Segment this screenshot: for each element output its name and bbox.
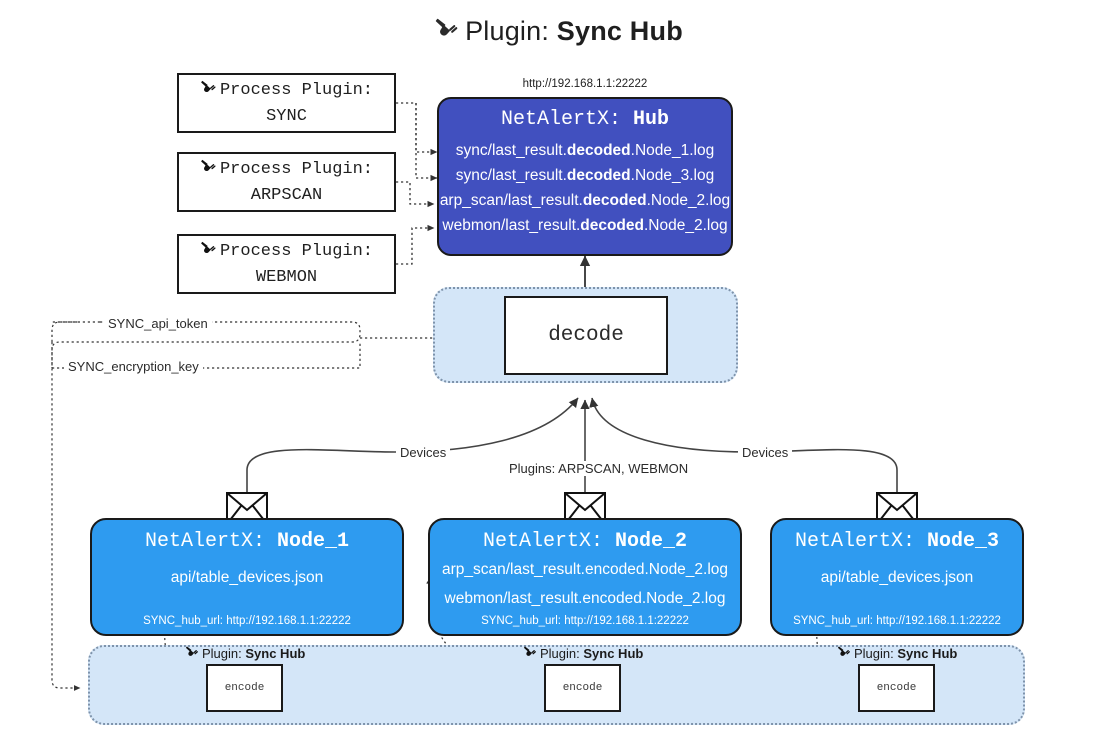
- plugin-label-name: Sync Hub: [897, 646, 958, 661]
- node-title-prefix: NetAlertX:: [482, 530, 603, 553]
- encode-label: encode: [876, 682, 917, 694]
- title-prefix: Plugin:: [465, 16, 550, 46]
- node-title-name: Node_1: [277, 530, 350, 553]
- node-box-node-2[interactable]: NetAlertX: Node_2 arp_scan/last_result.e…: [428, 518, 742, 636]
- plug-icon: [837, 645, 852, 663]
- edge-label-right-devices: Devices: [738, 445, 793, 460]
- file-em: decoded: [582, 192, 647, 209]
- plug-icon: [200, 158, 218, 184]
- process-plugin-line1-row: Process Plugin:: [200, 240, 373, 266]
- node-box-node-1[interactable]: NetAlertX: Node_1 api/table_devices.json…: [90, 518, 404, 636]
- file-post: .Node_3.log: [630, 167, 715, 184]
- node-file-list: api/table_devices.json: [772, 563, 1022, 592]
- hub-file-row: sync/last_result.decoded.Node_3.log: [439, 163, 731, 188]
- hub-title: NetAlertX: Hub: [439, 108, 731, 131]
- encode-box-node-2[interactable]: encode: [544, 664, 621, 712]
- file-pre: webmon/last_result.: [442, 217, 581, 234]
- node-file-row: api/table_devices.json: [170, 569, 324, 586]
- node-title-name: Node_2: [615, 530, 688, 553]
- hub-file-list: sync/last_result.decoded.Node_1.log sync…: [439, 138, 731, 238]
- process-plugin-box-arpscan[interactable]: Process Plugin: ARPSCAN: [177, 152, 396, 212]
- file-post: .Node_1.log: [630, 142, 715, 159]
- setting-label-api-token: SYNC_api_token: [104, 316, 212, 331]
- file-pre: arp_scan/last_result.: [439, 192, 583, 209]
- plugin-label-prefix: Plugin:: [854, 646, 894, 661]
- hub-url-label: http://192.168.1.1:22222: [522, 78, 648, 90]
- process-plugin-line1-row: Process Plugin:: [200, 79, 373, 105]
- title-name: Sync Hub: [556, 16, 683, 46]
- process-plugin-label: Process Plugin:: [219, 241, 374, 261]
- node-title: NetAlertX: Node_1: [92, 530, 402, 553]
- node-file-row: arp_scan/last_result.encoded.Node_2.log: [441, 561, 729, 578]
- hub-file-row: arp_scan/last_result.decoded.Node_2.log: [439, 188, 731, 213]
- decode-box[interactable]: decode: [504, 296, 668, 375]
- decode-label: decode: [548, 324, 624, 347]
- encode-box-node-3[interactable]: encode: [858, 664, 935, 712]
- process-plugin-box-sync[interactable]: Process Plugin: SYNC: [177, 73, 396, 133]
- setting-label-encryption-key: SYNC_encryption_key: [64, 359, 203, 374]
- file-post: .Node_2.log: [646, 192, 731, 209]
- hub-file-row: webmon/last_result.decoded.Node_2.log: [439, 213, 731, 238]
- plugin-label-prefix: Plugin:: [202, 646, 242, 661]
- process-plugin-line1-row: Process Plugin:: [200, 158, 373, 184]
- plugin-label-node-2: Plugin: Sync Hub: [523, 645, 643, 663]
- process-plugin-name: SYNC: [266, 106, 307, 126]
- process-plugin-label: Process Plugin:: [219, 159, 374, 179]
- encode-label: encode: [224, 682, 265, 694]
- plug-icon: [523, 645, 538, 663]
- hub-title-name: Hub: [633, 108, 670, 131]
- node-file-row: api/table_devices.json: [820, 569, 974, 586]
- encode-label: encode: [562, 682, 603, 694]
- plugin-label-prefix: Plugin:: [540, 646, 580, 661]
- hub-box[interactable]: NetAlertX: Hub sync/last_result.decoded.…: [437, 97, 733, 256]
- hub-title-prefix: NetAlertX:: [500, 108, 621, 131]
- plug-icon: [185, 645, 200, 663]
- plugin-label-name: Sync Hub: [245, 646, 306, 661]
- node-footer: SYNC_hub_url: http://192.168.1.1:22222: [481, 615, 689, 627]
- plug-icon: [200, 240, 218, 266]
- process-plugin-name: WEBMON: [255, 267, 318, 287]
- node-title-prefix: NetAlertX:: [144, 530, 265, 553]
- node-footer: SYNC_hub_url: http://192.168.1.1:22222: [793, 615, 1001, 627]
- file-em: decoded: [566, 167, 631, 184]
- edge-label-left-devices: Devices: [396, 445, 451, 460]
- file-pre: sync/last_result.: [455, 142, 567, 159]
- encode-box-node-1[interactable]: encode: [206, 664, 283, 712]
- plugin-label-node-3: Plugin: Sync Hub: [837, 645, 957, 663]
- file-pre: sync/last_result.: [455, 167, 567, 184]
- plugin-label-name: Sync Hub: [583, 646, 644, 661]
- process-plugin-box-webmon[interactable]: Process Plugin: WEBMON: [177, 234, 396, 294]
- plug-icon: [200, 79, 218, 105]
- file-post: .Node_2.log: [643, 217, 728, 234]
- file-em: decoded: [580, 217, 644, 234]
- process-plugin-label: Process Plugin:: [219, 80, 374, 100]
- node-file-list: api/table_devices.json: [92, 563, 402, 592]
- plug-icon: [434, 16, 461, 50]
- node-file-row: webmon/last_result.encoded.Node_2.log: [444, 590, 726, 607]
- node-file-list: arp_scan/last_result.encoded.Node_2.log …: [430, 555, 740, 613]
- plugin-label-node-1: Plugin: Sync Hub: [185, 645, 305, 663]
- node-title-name: Node_3: [927, 530, 1000, 553]
- node-title: NetAlertX: Node_2: [430, 530, 740, 553]
- file-em: decoded: [566, 142, 631, 159]
- page-title: Plugin: Sync Hub: [0, 16, 1117, 50]
- node-title: NetAlertX: Node_3: [772, 530, 1022, 553]
- edge-label-center-plugins: Plugins: ARPSCAN, WEBMON: [505, 461, 693, 476]
- hub-file-row: sync/last_result.decoded.Node_1.log: [439, 138, 731, 163]
- process-plugin-name: ARPSCAN: [250, 185, 323, 205]
- node-box-node-3[interactable]: NetAlertX: Node_3 api/table_devices.json…: [770, 518, 1024, 636]
- node-footer: SYNC_hub_url: http://192.168.1.1:22222: [143, 615, 351, 627]
- node-title-prefix: NetAlertX:: [794, 530, 915, 553]
